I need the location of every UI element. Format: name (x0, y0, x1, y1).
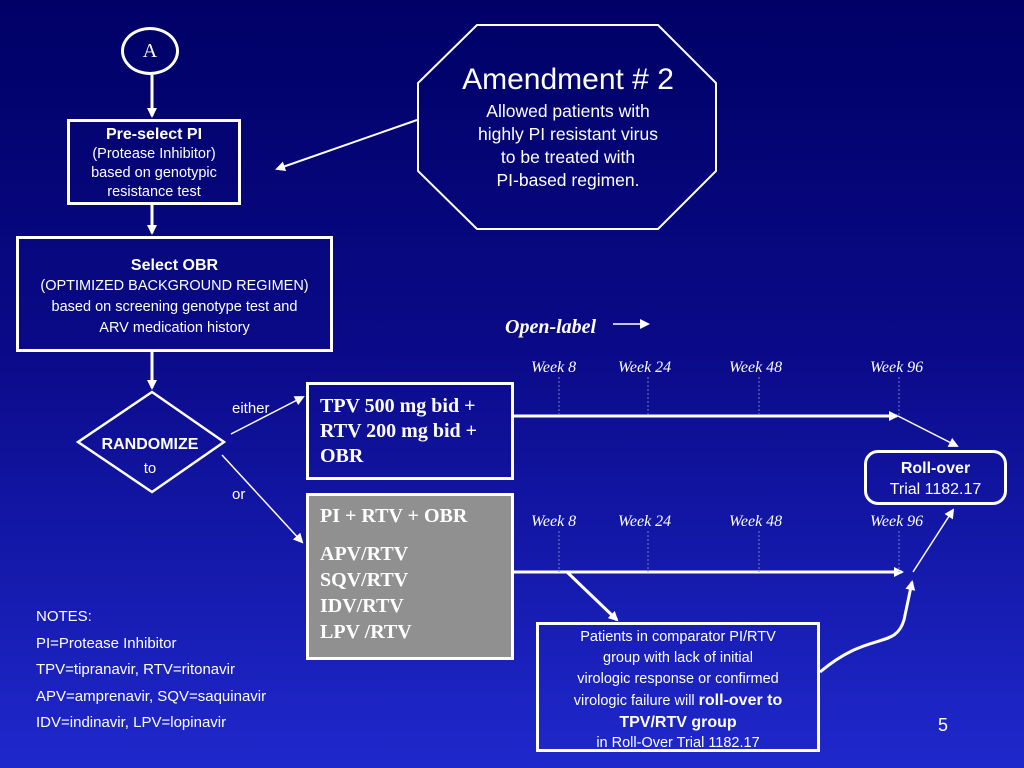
obr-title: Select OBR (130, 257, 219, 274)
arrow-comparator-curve (819, 580, 916, 674)
amendment-title: Amendment # 2 (462, 63, 674, 96)
comparator-line-2: group with lack of initial (603, 650, 753, 666)
pi-arm-box: PI + RTV + OBR APV/RTV SQV/RTV IDV/RTV L… (306, 493, 514, 660)
amendment-line-2: highly PI resistant virus (478, 124, 658, 144)
arrow-to-comparator (565, 570, 619, 622)
comparator-line-3: virologic response or confirmed (577, 671, 779, 687)
arrow-amendment-to-preselect (275, 119, 418, 172)
week-label-bottom-48: Week 48 (729, 513, 783, 530)
comparator-line-4a: virologic failure will (573, 693, 699, 709)
comparator-line-4: virologic failure will roll-over to (539, 690, 817, 712)
tpv-line-3: OBR (320, 445, 364, 467)
arrow-or (221, 454, 304, 544)
amendment-body: Allowed patients with highly PI resistan… (420, 100, 716, 192)
week-label-top-24: Week 24 (618, 359, 672, 376)
or-label: or (232, 486, 246, 503)
obr-line-2: based on screening genotype test and (51, 299, 298, 315)
arrow-either (230, 396, 305, 435)
rollover-title: Roll-over (900, 460, 971, 477)
tpv-arm-box: TPV 500 mg bid + RTV 200 mg bid + OBR (306, 382, 514, 480)
obr-line-1: (OPTIMIZED BACKGROUND REGIMEN) (40, 278, 309, 294)
preselect-line-2: based on genotypic (91, 165, 217, 181)
pi-line-2: APV/RTV (320, 543, 409, 565)
amendment-line-4: PI-based regimen. (496, 170, 640, 190)
tpv-line-1: TPV 500 mg bid + (320, 395, 476, 417)
pi-line-1: PI + RTV + OBR (320, 505, 468, 527)
start-circle-a: A (121, 27, 179, 75)
week-label-bottom-24: Week 24 (618, 513, 672, 530)
open-label: Open-label (505, 316, 597, 338)
week-tick-lines (558, 377, 900, 572)
note-tpv-rtv: TPV=tipranavir, RTV=ritonavir (36, 661, 235, 678)
rollover-box: Roll-over Trial 1182.17 (864, 450, 1007, 505)
randomize-to-label: to (143, 460, 157, 477)
week-label-top-48: Week 48 (729, 359, 783, 376)
note-pi: PI=Protease Inhibitor (36, 635, 177, 652)
preselect-title: Pre-select PI (105, 126, 203, 143)
comparator-line-4b: roll-over to (698, 692, 783, 709)
comparator-line-5: TPV/RTV group (619, 714, 737, 731)
note-idv-lpv: IDV=indinavir, LPV=lopinavir (36, 714, 227, 731)
rollover-subtitle: Trial 1182.17 (889, 481, 982, 498)
preselect-pi-box: Pre-select PI (Protease Inhibitor) based… (67, 119, 241, 205)
comparator-line-1: Patients in comparator PI/RTV (580, 629, 776, 645)
note-apv-sqv: APV=amprenavir, SQV=saquinavir (36, 688, 267, 705)
amendment-octagon (417, 24, 717, 230)
notes-heading: NOTES: (36, 608, 92, 625)
either-label: either (232, 400, 270, 417)
week-label-top-8: Week 8 (531, 359, 577, 376)
tpv-line-2: RTV 200 mg bid + (320, 420, 478, 442)
week-label-bottom-96: Week 96 (870, 513, 924, 530)
obr-line-3: ARV medication history (99, 320, 250, 336)
pi-line-3: SQV/RTV (320, 569, 409, 591)
comparator-line-6: in Roll-Over Trial 1182.17 (596, 735, 760, 751)
select-obr-box: Select OBR (OPTIMIZED BACKGROUND REGIMEN… (16, 236, 333, 352)
comparator-note-box: Patients in comparator PI/RTV group with… (536, 622, 820, 752)
randomize-diamond (75, 390, 227, 494)
randomize-label: RANDOMIZE (101, 436, 199, 453)
pi-line-4: IDV/RTV (320, 595, 404, 617)
arrow-to-rollover-top (897, 415, 959, 447)
preselect-line-1: (Protease Inhibitor) (92, 146, 216, 162)
pi-line-5: LPV /RTV (320, 621, 412, 643)
week-label-top-96: Week 96 (870, 359, 924, 376)
amendment-line-1: Allowed patients with (486, 101, 650, 121)
arrow-to-rollover-bottom (912, 508, 955, 573)
week-label-bottom-8: Week 8 (531, 513, 577, 530)
preselect-line-3: resistance test (107, 184, 201, 200)
page-number: 5 (938, 715, 949, 735)
amendment-line-3: to be treated with (500, 147, 636, 167)
